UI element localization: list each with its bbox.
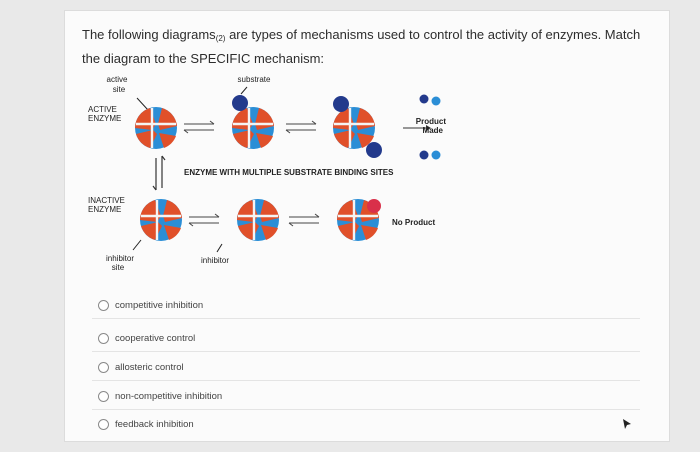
no-product-label: No Product: [392, 218, 435, 227]
vertical-equilibrium-icon: [152, 155, 166, 191]
enzyme-inhibitor-icon: [235, 197, 281, 243]
divider: [92, 318, 640, 319]
inhibitor-site-label: site: [112, 263, 125, 272]
active-enzyme-label: ENZYME: [88, 114, 121, 123]
inhibitor-label: inhibitor: [201, 256, 229, 265]
active-enzyme-label: ACTIVE: [88, 105, 117, 114]
divider: [92, 351, 640, 352]
divider: [92, 409, 640, 410]
option-label: non-competitive inhibition: [115, 390, 223, 402]
radio-button[interactable]: [98, 299, 109, 311]
option-feedback-inhibition[interactable]: feedback inhibition: [98, 416, 194, 432]
active-site-label: active: [107, 75, 128, 84]
option-cooperative-control[interactable]: cooperative control: [98, 330, 195, 346]
product-made-label: Made: [423, 126, 444, 135]
equilibrium-arrows-icon: [183, 120, 215, 134]
radio-button[interactable]: [98, 332, 109, 344]
radio-button[interactable]: [98, 390, 109, 402]
mouse-cursor-icon: [623, 419, 631, 429]
divider: [92, 380, 640, 381]
enzyme-substrate-icon: [230, 105, 276, 151]
option-label: feedback inhibition: [115, 418, 194, 430]
multiple-sites-label: ENZYME WITH MULTIPLE SUBSTRATE BINDING S…: [184, 168, 394, 177]
option-allosteric-control[interactable]: allosteric control: [98, 359, 184, 375]
option-label: competitive inhibition: [115, 299, 204, 311]
enzyme-diagram: active site substrate ACTIVE ENZYME Prod…: [88, 75, 447, 272]
radio-button[interactable]: [98, 361, 109, 373]
option-non-competitive-inhibition[interactable]: non-competitive inhibition: [98, 388, 222, 404]
inactive-enzyme-label: INACTIVE: [88, 196, 125, 205]
inactive-enzyme-label: ENZYME: [88, 205, 121, 214]
radio-button[interactable]: [98, 418, 109, 430]
substrate-label: substrate: [238, 75, 271, 84]
option-label: allosteric control: [115, 361, 184, 373]
product-made-label: Product: [416, 117, 447, 126]
inactive-enzyme-icon: [138, 197, 184, 243]
enzyme-two-substrates-icon: [331, 105, 377, 151]
product-icon: [419, 94, 429, 104]
inhibitor-site-label: inhibitor: [106, 254, 134, 263]
inhibitor-icon: [367, 199, 381, 213]
option-label: cooperative control: [115, 332, 196, 344]
active-site-label: site: [113, 85, 126, 94]
active-enzyme-icon: [133, 105, 179, 151]
option-competitive-inhibition[interactable]: competitive inhibition: [98, 297, 203, 313]
question-text: The following diagrams(2) are types of m…: [82, 27, 641, 66]
